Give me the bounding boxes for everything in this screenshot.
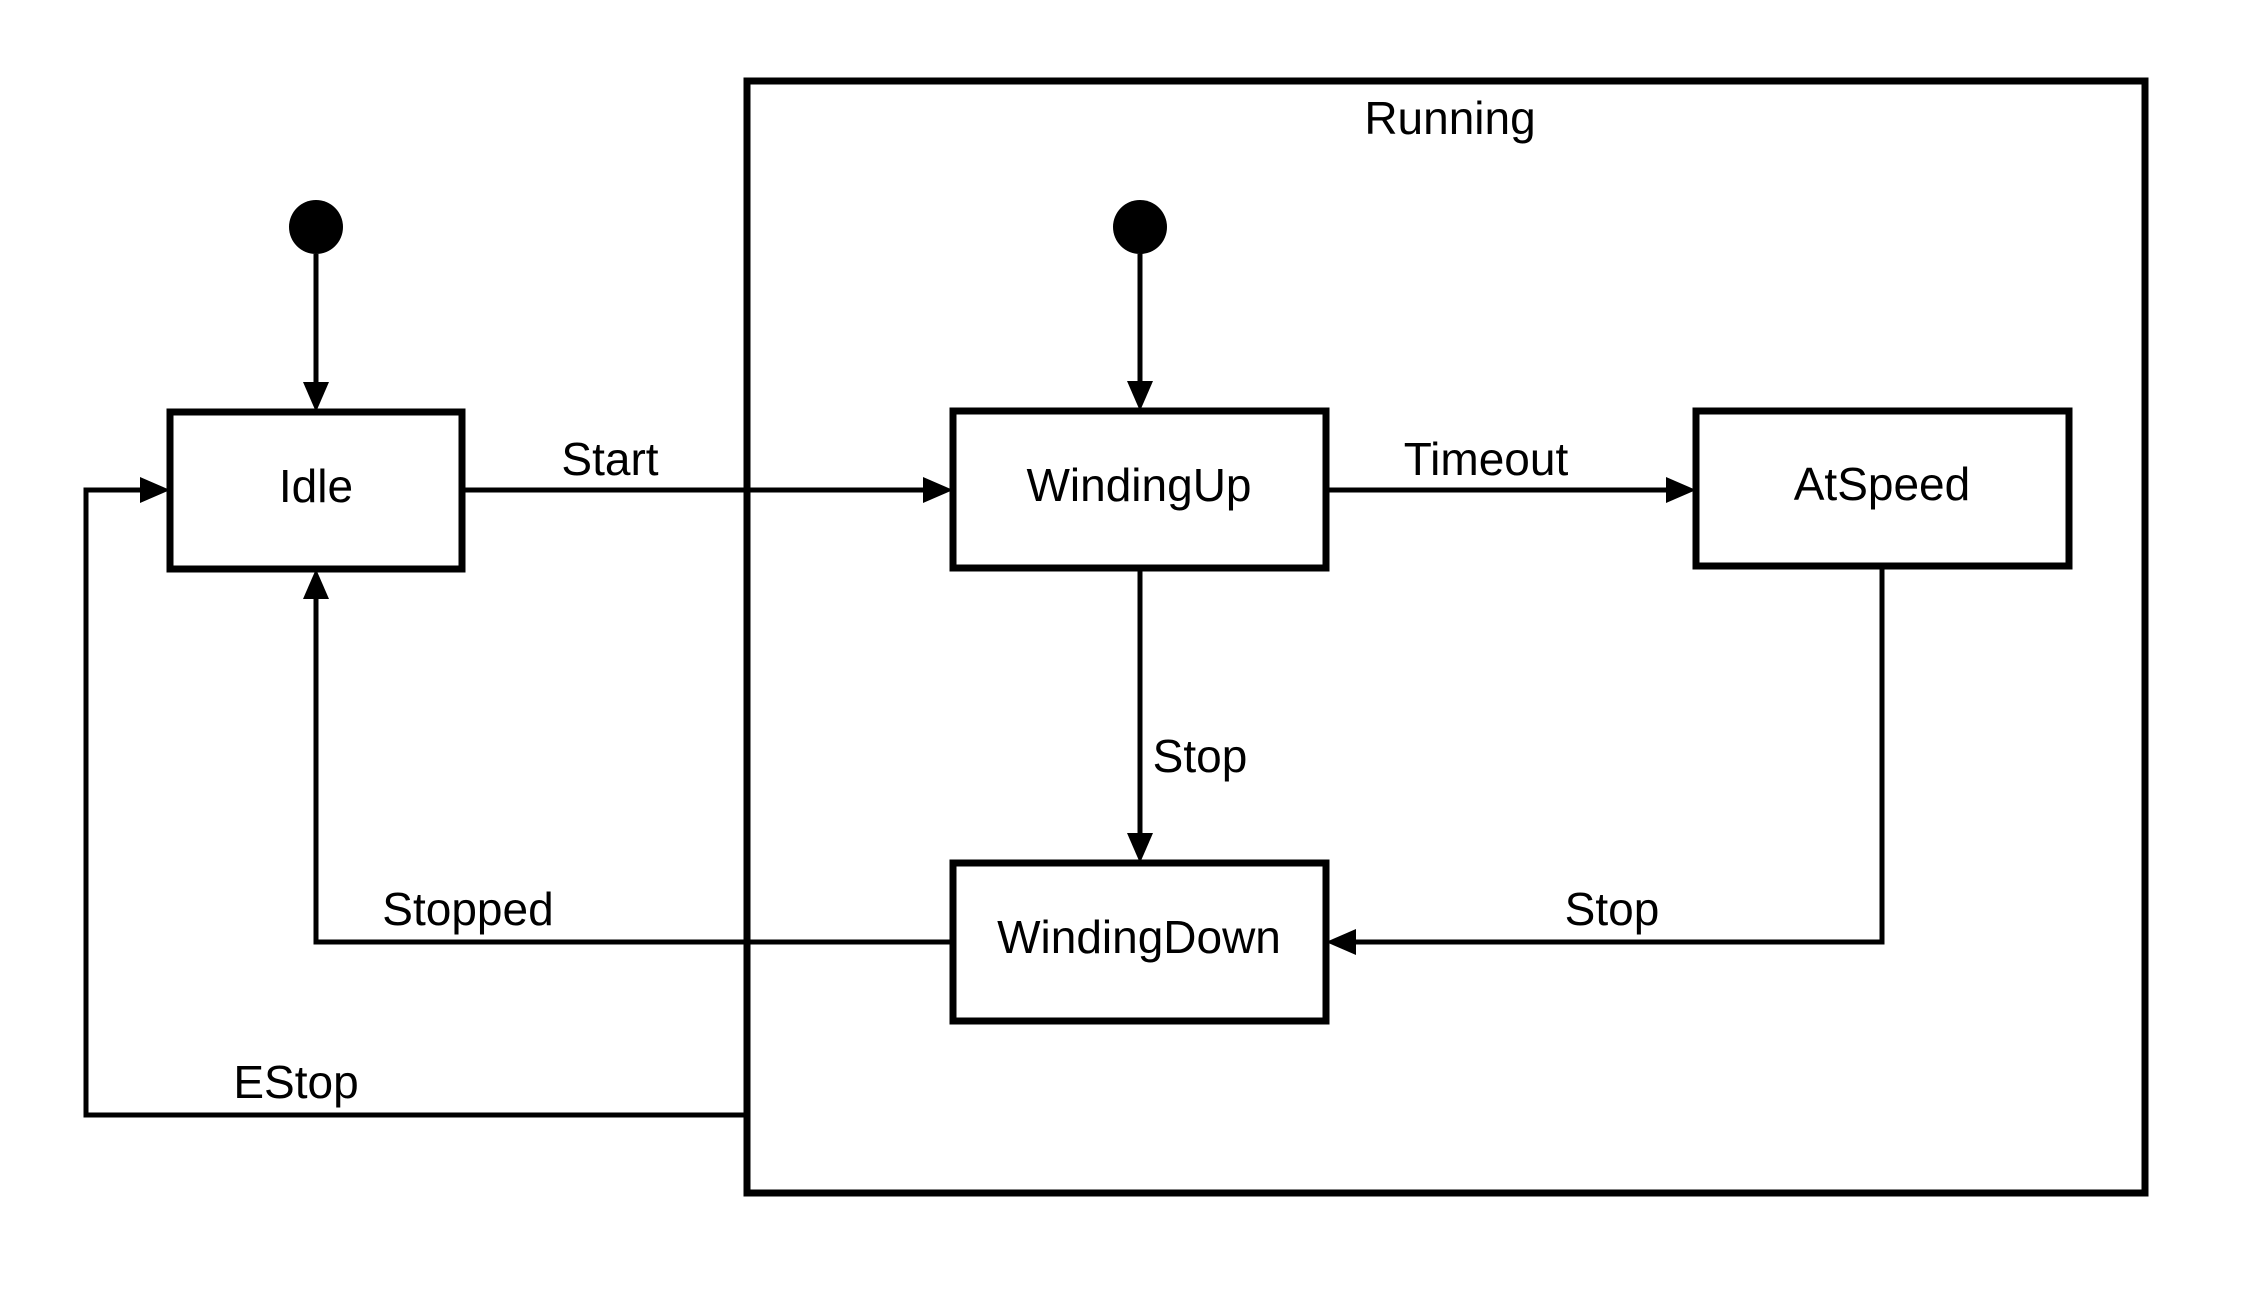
- initial-state-icon-top: [289, 200, 343, 254]
- transition-atspeed-to-windingdown[interactable]: [1340, 566, 1885, 945]
- state-idle-label: Idle: [279, 460, 353, 512]
- arrow-head-icon: [303, 382, 329, 412]
- arrow-head-icon: [923, 477, 953, 503]
- arrow-head-icon: [1326, 929, 1356, 955]
- transition-label-running-to-idle-estop: EStop: [233, 1056, 358, 1108]
- initial-state-icon-running: [1113, 200, 1167, 254]
- arrow-head-icon: [140, 477, 170, 503]
- transition-label-windingup-to-windingdown: Stop: [1153, 730, 1248, 782]
- transition-label-idle-to-windingup: Start: [561, 433, 658, 485]
- state-windingup-label: WindingUp: [1027, 459, 1252, 511]
- state-atspeed-label: AtSpeed: [1794, 458, 1970, 510]
- state-windingup[interactable]: WindingUp: [949, 407, 1330, 572]
- transition-label-windingdown-to-idle: Stopped: [382, 883, 553, 935]
- arrow-head-icon: [1666, 477, 1696, 503]
- state-windingdown[interactable]: WindingDown: [949, 859, 1330, 1025]
- transition-windingdown-to-idle[interactable]: [313, 583, 953, 945]
- state-idle-box: [166, 408, 466, 573]
- state-atspeed[interactable]: AtSpeed: [1692, 407, 2073, 570]
- region-running-border: [743, 77, 2149, 1197]
- arrow-head-icon: [303, 569, 329, 599]
- state-idle[interactable]: Idle: [166, 408, 466, 573]
- initial-state-nodes: [289, 200, 1167, 254]
- region-running-label: Running: [1364, 92, 1535, 144]
- state-windingup-box: [949, 407, 1330, 572]
- transition-label-windingup-to-atspeed: Timeout: [1404, 433, 1569, 485]
- state-windingdown-label: WindingDown: [997, 911, 1281, 963]
- transitions-layer: [83, 254, 1885, 1118]
- arrow-head-icon: [1127, 833, 1153, 863]
- transition-running-to-idle-estop[interactable]: [83, 487, 747, 1118]
- arrow-head-icon: [1127, 381, 1153, 411]
- transition-label-atspeed-to-windingdown: Stop: [1565, 883, 1660, 935]
- region-running[interactable]: Running: [743, 77, 2149, 1197]
